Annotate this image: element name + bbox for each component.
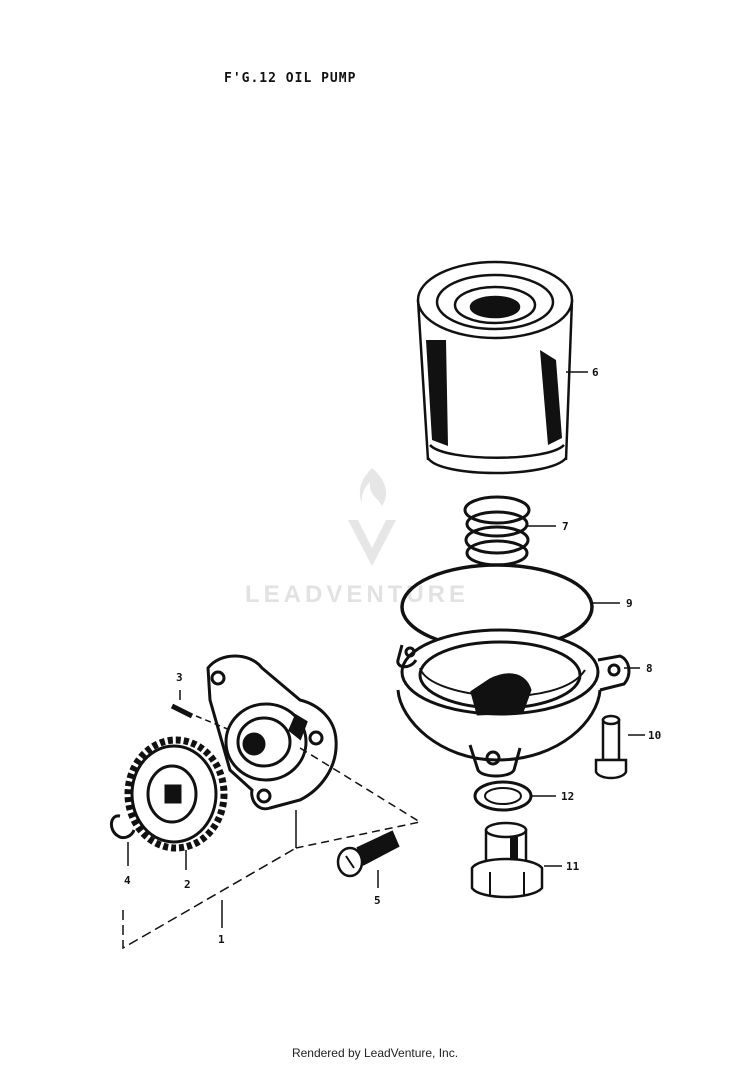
callout-4: 4	[124, 874, 131, 887]
callout-7: 7	[562, 520, 569, 533]
washer-part-12	[473, 780, 556, 812]
drain-plug-part-11	[470, 821, 562, 899]
circlip-part-4	[110, 814, 136, 866]
gear-part-2	[124, 736, 228, 870]
spring-part-7	[463, 495, 556, 567]
callout-8: 8	[646, 662, 653, 675]
callout-10: 10	[648, 729, 661, 742]
footer-credit: Rendered by LeadVenture, Inc.	[291, 1046, 459, 1060]
callout-11: 11	[566, 860, 580, 873]
callout-2: 2	[184, 878, 191, 891]
filter-cap-part-8	[396, 628, 640, 778]
bolt-part-10	[594, 714, 645, 780]
screw-part-5	[336, 830, 400, 888]
callout-5: 5	[374, 894, 381, 907]
oil-filter-part-6	[416, 260, 588, 475]
callout-6: 6	[592, 366, 599, 379]
assembly-lines	[122, 715, 422, 950]
watermark-text: LEADVENTURE	[245, 581, 469, 608]
figure-title: F'G.12 OIL PUMP	[224, 71, 357, 86]
oil-pump-body-part-1	[206, 654, 338, 848]
callout-3: 3	[176, 671, 183, 684]
callout-12: 12	[561, 790, 574, 803]
callout-labels: 1 2 3 4 5 6 7 8 9 10 11 12	[124, 366, 661, 946]
pin-part-3	[170, 690, 194, 719]
callout-9: 9	[626, 597, 633, 610]
callout-1: 1	[218, 933, 225, 946]
flame-logo-icon	[348, 468, 396, 566]
watermark: LEADVENTURE	[245, 468, 469, 608]
